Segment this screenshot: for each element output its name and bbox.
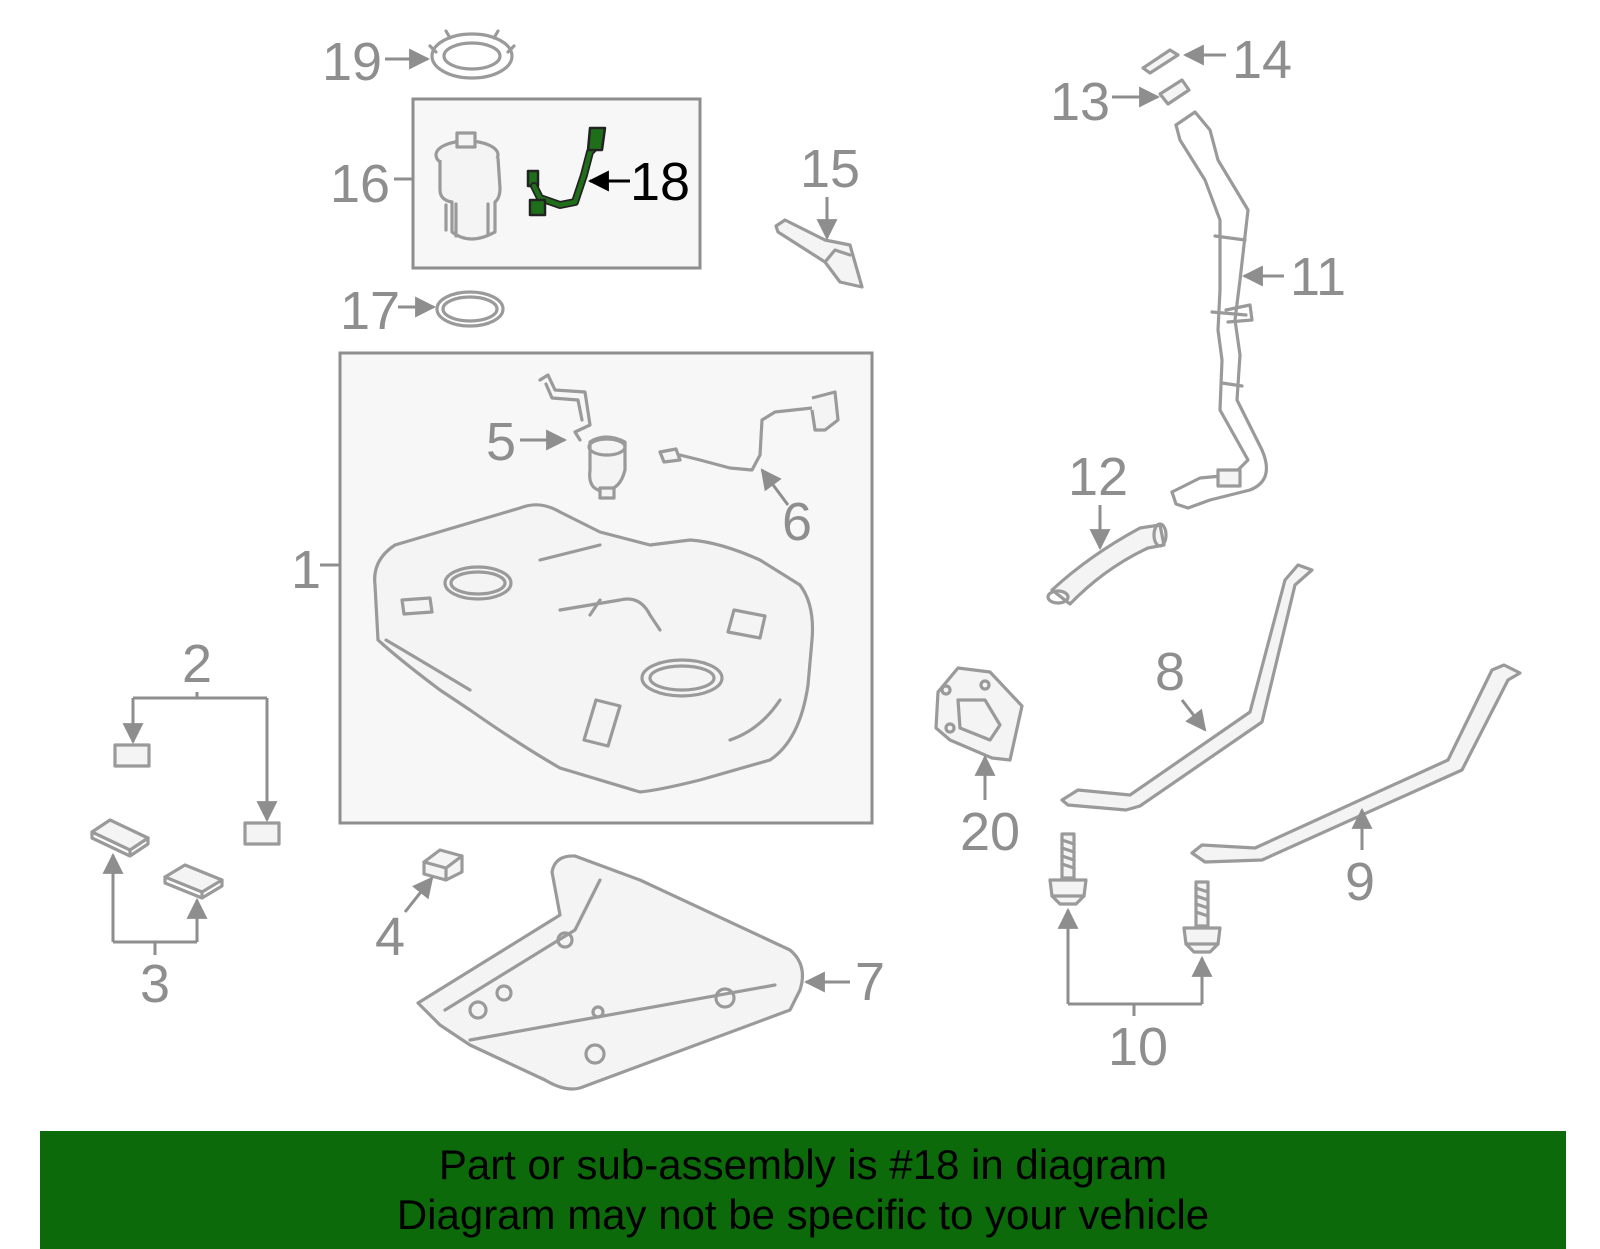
callout-10: 10 — [1108, 1017, 1168, 1077]
leader-4 — [403, 876, 434, 913]
banner-line-1: Part or sub-assembly is #18 in diagram — [438, 1141, 1168, 1188]
part-14-label[interactable] — [1141, 48, 1180, 75]
callout-14: 14 — [1232, 30, 1292, 90]
leader-8 — [1180, 699, 1207, 732]
leader-6 — [760, 468, 790, 506]
leader-2 — [133, 692, 267, 700]
leader-3 — [113, 940, 197, 955]
part-3-pads[interactable] — [90, 818, 224, 900]
part-4-pad[interactable] — [422, 848, 464, 882]
callout-2: 2 — [182, 634, 212, 694]
callout-5: 5 — [486, 412, 516, 472]
callout-7: 7 — [855, 952, 885, 1012]
callout-4: 4 — [375, 907, 405, 967]
callout-8: 8 — [1155, 642, 1185, 702]
callout-16: 16 — [330, 154, 390, 214]
part-15-heat-shield[interactable] — [774, 218, 864, 289]
callout-15: 15 — [800, 139, 860, 199]
part-1-fuel-tank[interactable] — [373, 503, 815, 794]
callout-1: 1 — [291, 540, 321, 600]
part-8-tank-strap[interactable] — [1060, 563, 1314, 812]
part-18-wiring-harness[interactable] — [526, 126, 607, 217]
part-12-hose[interactable] — [1046, 522, 1168, 606]
part-6-wire-harness[interactable] — [658, 390, 840, 472]
part-19-lock-ring[interactable] — [428, 29, 516, 80]
part-11-filler-pipe[interactable] — [1170, 110, 1269, 510]
leader-10 — [1068, 1002, 1202, 1016]
part-20-bracket[interactable] — [934, 666, 1024, 762]
part-13-label[interactable] — [1158, 78, 1191, 106]
part-2-pad-b[interactable] — [243, 821, 281, 846]
callout-11: 11 — [1290, 247, 1346, 307]
callout-19: 19 — [322, 32, 382, 92]
banner-line-2: Diagram may not be specific to your vehi… — [396, 1191, 1210, 1238]
callout-9: 9 — [1345, 852, 1375, 912]
part-5-vent-valve[interactable] — [538, 373, 627, 500]
callout-13: 13 — [1050, 72, 1110, 132]
info-banner: Part or sub-assembly is #18 in diagram D… — [40, 1131, 1566, 1249]
callout-18: 18 — [630, 152, 690, 212]
callout-3: 3 — [140, 954, 170, 1014]
callout-20: 20 — [960, 802, 1020, 862]
part-9-tank-strap[interactable] — [1190, 663, 1522, 864]
part-7-tank-shield[interactable] — [416, 854, 804, 1091]
box-pump-module — [411, 97, 702, 270]
part-10-bolts[interactable] — [1048, 832, 1222, 954]
part-2-pad-a[interactable] — [113, 743, 151, 768]
part-17-gasket[interactable] — [435, 290, 505, 328]
part-16-fuel-pump[interactable] — [434, 131, 502, 241]
callout-17: 17 — [340, 281, 400, 341]
callout-12: 12 — [1068, 447, 1128, 507]
